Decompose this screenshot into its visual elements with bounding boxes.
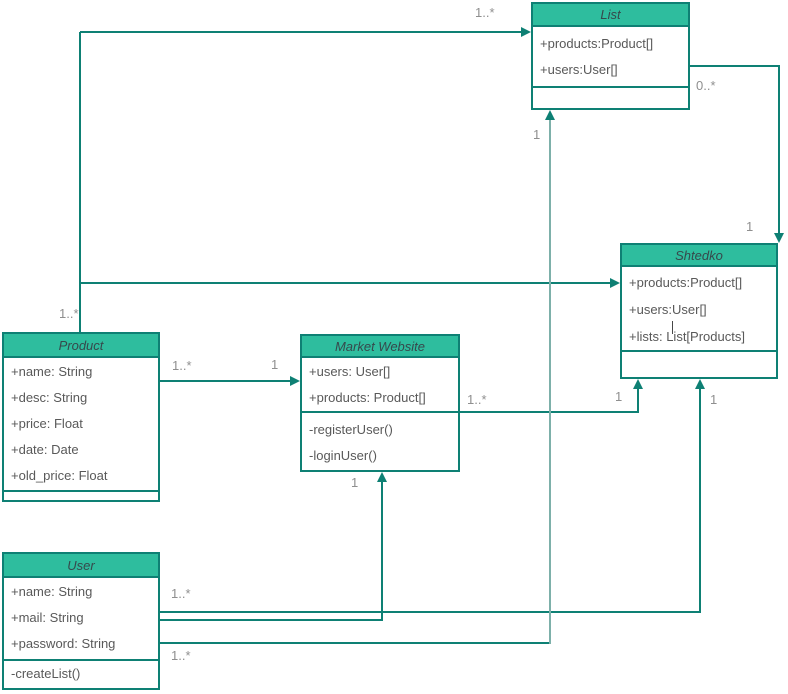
association-user-list[interactable] <box>549 118 551 644</box>
arrowhead-icon <box>290 376 300 386</box>
method: -loginUser() <box>309 448 377 463</box>
multiplicity-label: 1 <box>710 392 718 407</box>
attribute: +password: String <box>11 636 116 651</box>
association-product-marketwebsite[interactable] <box>160 380 292 382</box>
attribute: +products:Product[] <box>540 36 654 51</box>
class-methods <box>533 86 688 108</box>
class-methods: -createList() <box>4 659 158 688</box>
class-title: Shtedko <box>622 245 776 267</box>
class-list[interactable]: List +products:Product[] +users:User[] <box>531 2 690 110</box>
attribute: +desc: String <box>11 390 88 405</box>
attribute: +old_price: Float <box>11 468 108 483</box>
multiplicity-label: 1 <box>533 127 541 142</box>
multiplicity-label: 1..* <box>467 392 487 407</box>
association-user-list[interactable] <box>160 642 551 644</box>
association-product-shtedko[interactable] <box>80 282 612 284</box>
arrowhead-icon <box>610 278 620 288</box>
class-methods: -registerUser() -loginUser() <box>302 411 458 470</box>
arrowhead-icon <box>521 27 531 37</box>
attribute: +users: User[] <box>309 364 391 379</box>
class-product[interactable]: Product +name: String +desc: String +pri… <box>2 332 160 502</box>
association-product-list[interactable] <box>80 31 523 33</box>
attribute: +products:Product[] <box>629 275 743 290</box>
arrowhead-icon <box>545 110 555 120</box>
association-user-shtedko[interactable] <box>160 611 701 613</box>
attribute: +users:User[] <box>629 302 707 317</box>
class-attributes: +products:Product[] +users:User[] <box>533 27 688 86</box>
class-methods <box>622 350 776 377</box>
arrowhead-icon <box>695 379 705 389</box>
attribute: +lists: List[Products] <box>629 329 745 344</box>
class-market-website[interactable]: Market Website +users: User[] +products:… <box>300 334 460 472</box>
class-attributes: +products:Product[] +users:User[] +lists… <box>622 267 776 350</box>
class-shtedko[interactable]: Shtedko +products:Product[] +users:User[… <box>620 243 778 379</box>
multiplicity-label: 1..* <box>475 5 495 20</box>
association-user-marketwebsite[interactable] <box>160 619 383 621</box>
arrowhead-icon <box>774 233 784 243</box>
multiplicity-label: 1..* <box>171 586 191 601</box>
class-title: Product <box>4 334 158 358</box>
attribute: +price: Float <box>11 416 83 431</box>
arrowhead-icon <box>633 379 643 389</box>
class-attributes: +name: String +desc: String +price: Floa… <box>4 358 158 490</box>
multiplicity-label: 1..* <box>59 306 79 321</box>
class-title: User <box>4 554 158 578</box>
multiplicity-label: 1..* <box>172 358 192 373</box>
class-attributes: +name: String +mail: String +password: S… <box>4 578 158 659</box>
attribute: +products: Product[] <box>309 390 426 405</box>
multiplicity-label: 1 <box>615 389 623 404</box>
multiplicity-label: 1 <box>746 219 754 234</box>
class-methods <box>4 490 158 500</box>
class-title: Market Website <box>302 336 458 358</box>
attribute: +users:User[] <box>540 62 618 77</box>
attribute: +date: Date <box>11 442 79 457</box>
association-user-marketwebsite[interactable] <box>381 480 383 620</box>
multiplicity-label: 0..* <box>696 78 716 93</box>
multiplicity-label: 1..* <box>171 648 191 663</box>
multiplicity-label: 1 <box>271 357 279 372</box>
association-product-list[interactable] <box>79 32 81 332</box>
class-attributes: +users: User[] +products: Product[] <box>302 358 458 411</box>
class-user[interactable]: User +name: String +mail: String +passwo… <box>2 552 160 690</box>
attribute: +name: String <box>11 584 93 599</box>
text-caret <box>672 321 673 334</box>
arrowhead-icon <box>377 472 387 482</box>
attribute: +name: String <box>11 364 93 379</box>
class-title: List <box>533 4 688 27</box>
association-marketwebsite-shtedko[interactable] <box>637 387 639 412</box>
association-list-shtedko[interactable] <box>778 65 780 235</box>
association-user-shtedko[interactable] <box>699 387 701 613</box>
association-list-shtedko[interactable] <box>690 65 780 67</box>
method: -registerUser() <box>309 422 393 437</box>
attribute: +mail: String <box>11 610 84 625</box>
method: -createList() <box>11 666 81 681</box>
multiplicity-label: 1 <box>351 475 359 490</box>
